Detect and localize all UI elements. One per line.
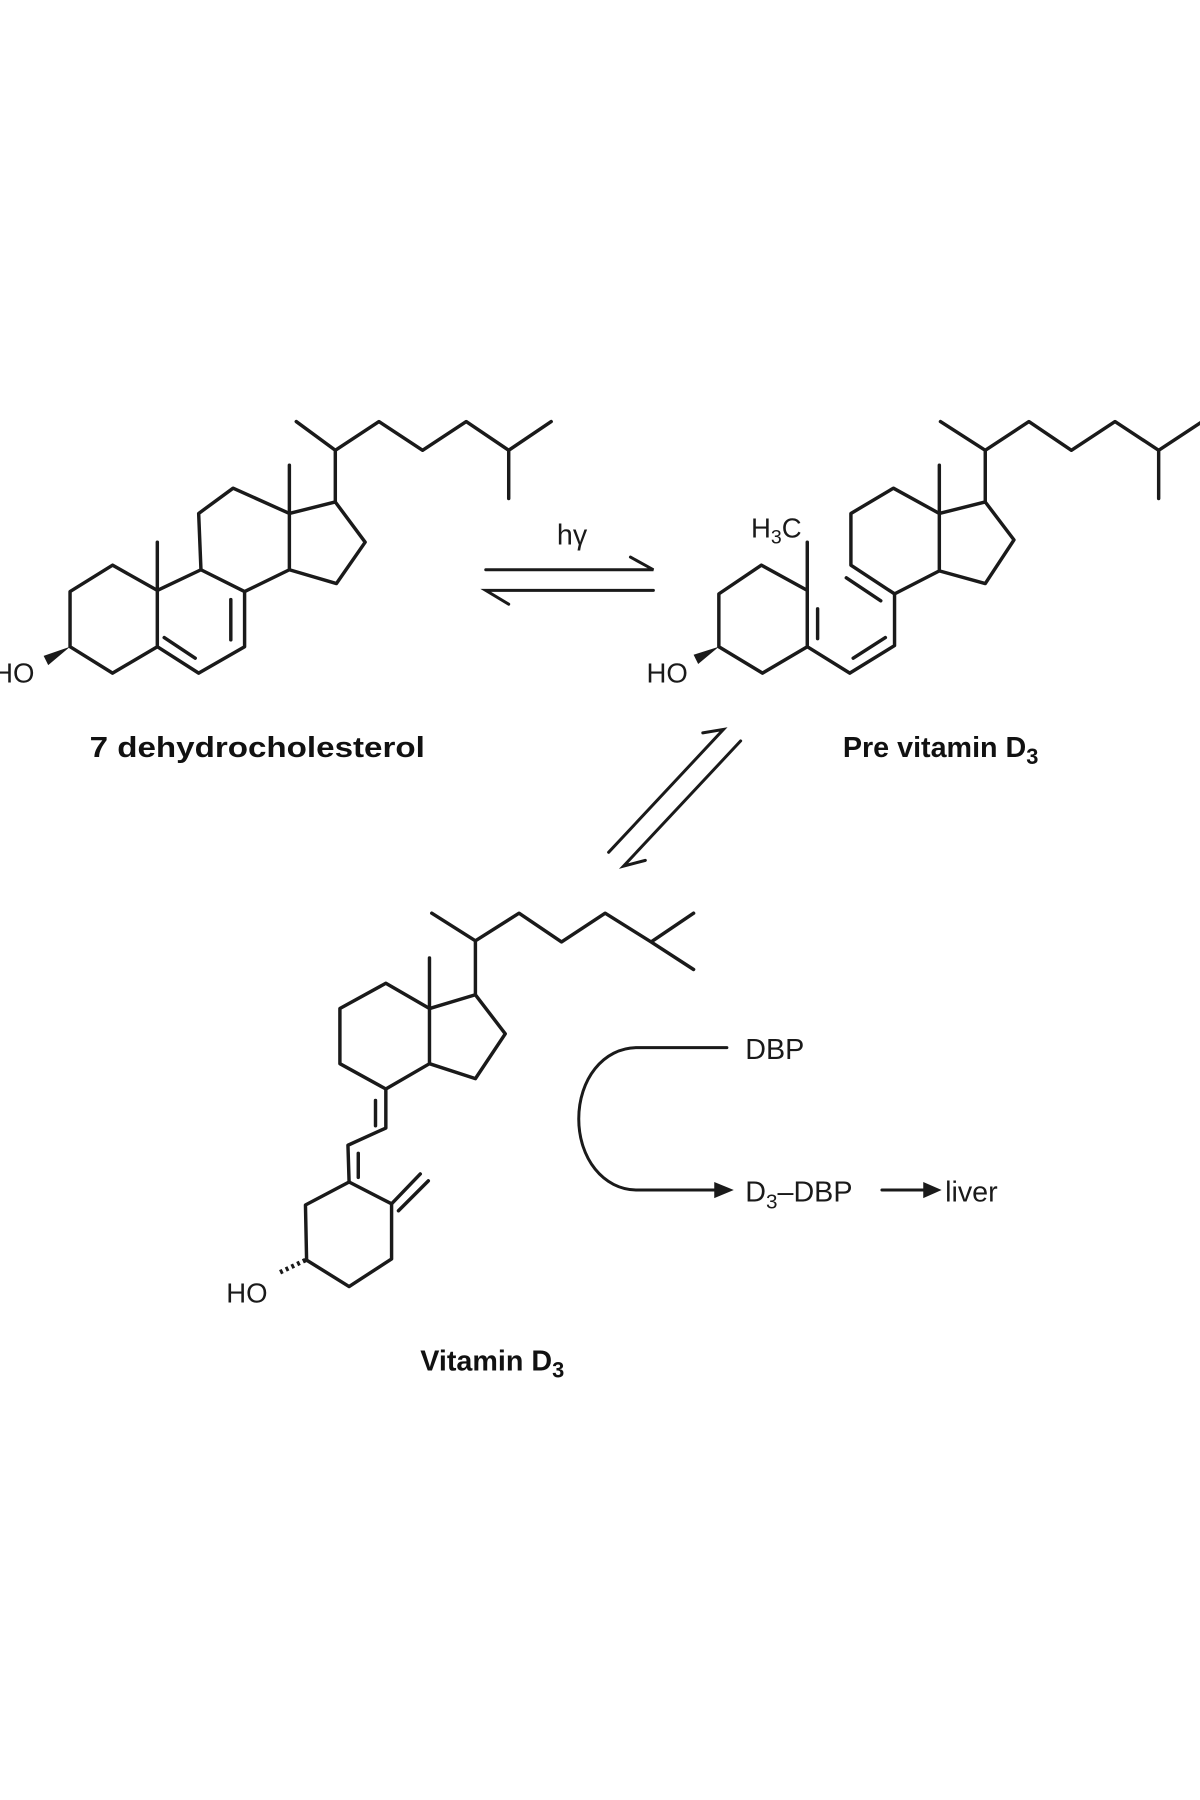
triene-chain [346,1087,388,1184]
ring-c [849,486,942,596]
forward-arrow [484,555,655,572]
ring-a [68,563,160,675]
hydroxyl-label: HO [647,657,688,688]
hydroxyl-label: HO [226,1278,267,1309]
dbp-label: DBP [745,1034,804,1066]
ring-d [287,500,367,586]
double-bond-c6-c7 [851,635,888,660]
d3-dbp-complex-label: D3–DBP [745,1177,852,1214]
binding-curve-arrow [577,1046,729,1192]
compound-label-previtamin-d3: Pre vitamin D3 [843,732,1039,769]
reverse-arrow [618,739,743,869]
ring-c [338,981,432,1091]
reverse-arrow [480,588,655,606]
molecule-previtamin-d3: HO H3C Pre vitamin D3 [647,419,1200,769]
light-label: hγ [557,519,588,551]
ring-c [196,486,292,594]
dbp-transport-scheme: DBP D3–DBP liver [577,1034,998,1214]
exocyclic-methylene [389,1172,431,1213]
side-chain [430,911,696,997]
methyl-label: H3C [751,513,802,549]
wedge-bond [693,646,719,664]
ring-d [937,500,1016,586]
molecule-vitamin-d3: HO Vitamin D3 [226,911,696,1382]
equilibrium-arrow-light: hγ [480,519,655,606]
forward-arrow [607,727,728,854]
double-bond-c8-c9 [844,576,883,603]
liver-label: liver [945,1177,998,1209]
compound-label-vitamin-d3: Vitamin D3 [420,1345,564,1382]
arrowhead [714,1182,734,1199]
equilibrium-arrow-thermal [607,727,743,869]
side-chain [938,419,1200,504]
hydroxyl-label: HO [0,657,34,688]
hashed-bond [278,1258,307,1275]
compound-label-7-dehydrocholesterol: 7 dehydrocholesterol [90,732,425,764]
double-bond-c5-c6 [162,635,197,660]
side-chain [294,419,553,504]
triene-chain [805,592,897,675]
ring-a [717,563,809,675]
ring-a [303,1180,394,1289]
ring-b [155,568,247,675]
molecule-7-dehydrocholesterol: HO 7 dehydrocholesterol [0,419,553,764]
wedge-bond [43,646,71,666]
ring-d [427,993,507,1081]
transport-arrowhead [923,1182,942,1199]
